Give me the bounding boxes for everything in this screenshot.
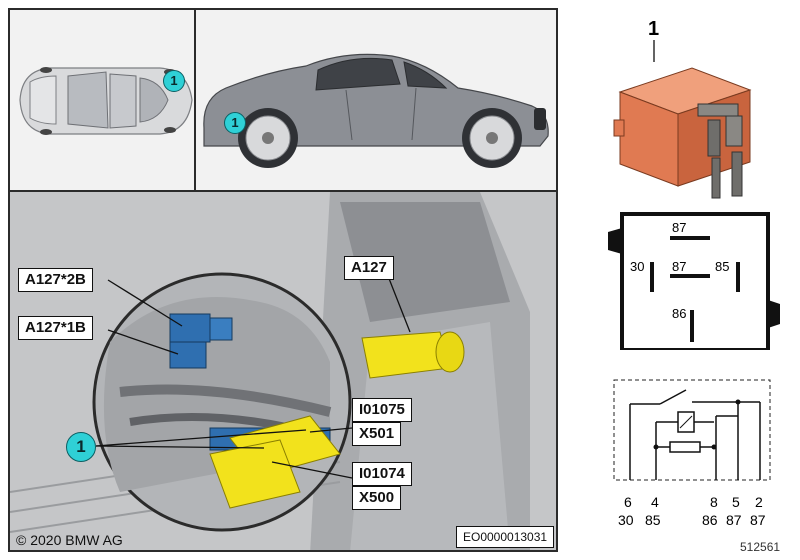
- relay-item-number: 1: [648, 18, 660, 40]
- side-view-panel: 1: [194, 8, 558, 192]
- schematic-terminal-87-a: 87: [726, 512, 742, 528]
- bay-illustration: [10, 192, 556, 550]
- bay-callout-badge: 1: [66, 432, 96, 462]
- schematic-pin-4: 4: [651, 494, 659, 510]
- car-top-view-illustration: [19, 67, 193, 135]
- side-view-callout-badge: 1: [224, 112, 246, 134]
- label-i01075: I01075: [352, 398, 412, 422]
- label-a127-1b: A127*1B: [18, 316, 93, 340]
- schematic-pin-2: 2: [755, 494, 763, 510]
- car-side-view-illustration: [203, 53, 549, 168]
- schematic-pin-6: 6: [624, 494, 632, 510]
- relay-pinout-diagram: [608, 212, 780, 350]
- schematic-terminal-87-b: 87: [750, 512, 766, 528]
- label-i01074: I01074: [352, 462, 412, 486]
- relay-illustration: [613, 40, 752, 199]
- schematic-pin-8: 8: [710, 494, 718, 510]
- top-view-callout-badge: 1: [163, 70, 185, 92]
- pinout-label-86: 86: [672, 306, 687, 321]
- pinout-label-85: 85: [715, 259, 730, 274]
- top-view-panel: 1: [8, 8, 196, 192]
- schematic-terminal-85: 85: [645, 512, 661, 528]
- copyright-text: © 2020 BMW AG: [16, 532, 123, 548]
- schematic-terminal-86: 86: [702, 512, 718, 528]
- pinout-label-87-mid: 87: [672, 259, 687, 274]
- pinout-label-87-top: 87: [672, 220, 687, 235]
- doc-number: 512561: [740, 540, 781, 554]
- schematic-terminal-30: 30: [618, 512, 634, 528]
- label-x500: X500: [352, 486, 402, 510]
- label-a127-2b: A127*2B: [18, 268, 93, 292]
- schematic-pin-5: 5: [732, 494, 740, 510]
- label-x501: X501: [352, 422, 402, 446]
- relay-schematic: [613, 379, 771, 481]
- label-a127: A127: [344, 256, 394, 280]
- engine-bay-panel: A127*2B A127*1B A127 I01075 X501 I01074 …: [8, 190, 558, 552]
- image-code-label: EO0000013031: [456, 526, 555, 548]
- pinout-label-30: 30: [630, 259, 645, 274]
